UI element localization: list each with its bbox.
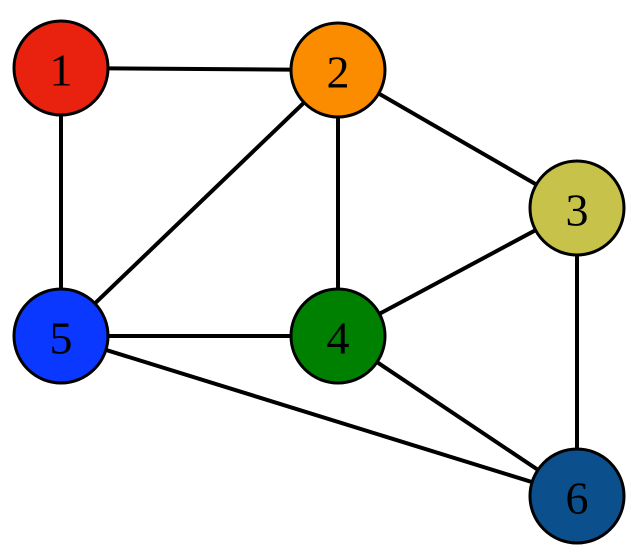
- node-4-circle: [289, 287, 387, 385]
- node-3: 3: [528, 159, 626, 257]
- node-6-circle: [528, 447, 626, 545]
- node-4: 4: [289, 287, 387, 385]
- edges-layer: [59, 66, 579, 498]
- node-3-circle: [528, 159, 626, 257]
- node-1-label: 1: [50, 45, 73, 96]
- node-5-circle: [12, 287, 110, 385]
- node-5-label: 5: [50, 313, 73, 364]
- node-5: 5: [12, 287, 110, 385]
- nodes-layer: 1 2 3 4 5 6: [12, 19, 626, 545]
- node-1-circle: [12, 19, 110, 117]
- node-2-circle: [289, 21, 387, 119]
- edge-5-6: [59, 334, 579, 498]
- node-2: 2: [289, 21, 387, 119]
- node-4-label: 4: [327, 313, 350, 364]
- edge-2-5: [59, 68, 340, 338]
- node-3-label: 3: [566, 185, 589, 236]
- node-6: 6: [528, 447, 626, 545]
- node-1: 1: [12, 19, 110, 117]
- node-6-label: 6: [566, 473, 589, 524]
- node-2-label: 2: [327, 47, 350, 98]
